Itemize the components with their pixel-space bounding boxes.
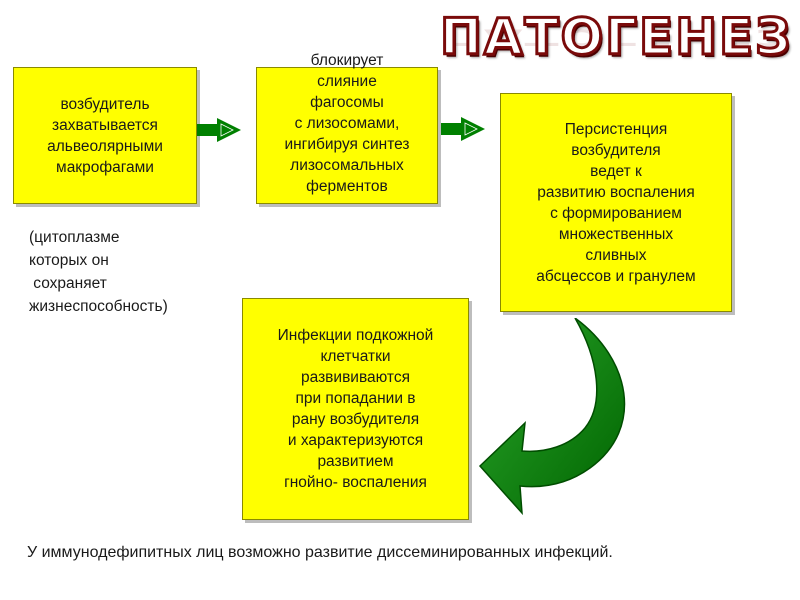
subcutaneous-box: Инфекции подкожной клетчатки развививают…: [242, 298, 469, 520]
footer-text: У иммунодефипитных лиц возможно развитие…: [27, 544, 613, 561]
page-title: ПАТОГЕНЕЗ: [439, 7, 793, 68]
subcutaneous-text: Инфекции подкожной клетчатки развививают…: [277, 327, 434, 491]
persistence-text: Персистенция возбудителя ведет к развити…: [536, 120, 696, 285]
curved-arrow-icon: [478, 318, 626, 516]
right-arrow-icon: [197, 118, 241, 142]
capture-box: возбудитель захватывается альвеолярными …: [13, 67, 197, 204]
block-box: блокирует слияние фагосомы с лизосомами,…: [256, 52, 438, 204]
right-arrow-icon: [441, 117, 485, 141]
persistence-box: Персистенция возбудителя ведет к развити…: [500, 93, 732, 312]
capture-text: возбудитель захватывается альвеолярными …: [47, 95, 163, 176]
block-text: блокирует слияние фагосомы с лизосомами,…: [284, 52, 410, 195]
cytoplasm-note: (цитоплазме которых он сохраняет жизнесп…: [29, 229, 168, 315]
